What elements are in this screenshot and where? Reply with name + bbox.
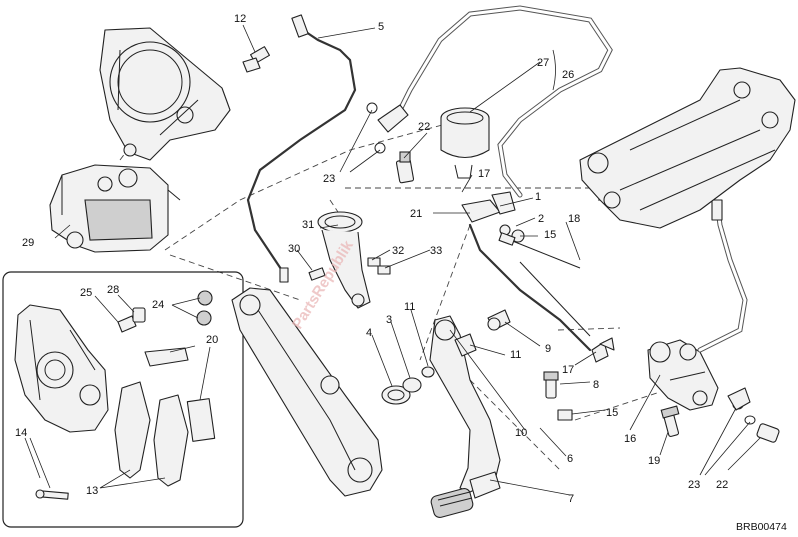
bolt-19 <box>660 405 680 437</box>
callout-18: 18 <box>568 213 580 225</box>
callout-24: 24 <box>152 299 164 311</box>
callout-23-top: 23 <box>323 173 335 185</box>
master-cylinder-16 <box>647 339 719 411</box>
footpeg-plate <box>231 287 383 497</box>
callout-26: 26 <box>562 69 574 81</box>
return-spring-4 <box>381 366 435 405</box>
callout-9: 9 <box>545 343 551 355</box>
brake-pedal <box>429 315 501 519</box>
lower-hose <box>697 199 748 353</box>
callout-12: 12 <box>234 13 246 25</box>
small-bolts <box>543 337 615 421</box>
callout-15-top: 15 <box>544 229 556 241</box>
callout-11-left: 11 <box>404 301 415 313</box>
callout-1: 1 <box>535 191 541 203</box>
callout-21: 21 <box>410 208 422 220</box>
callout-13: 13 <box>86 485 98 497</box>
rod-10 <box>519 261 591 337</box>
callout-17-top: 17 <box>478 168 490 180</box>
callout-16: 16 <box>624 433 636 445</box>
caliper-detail-box <box>2 271 244 528</box>
callout-22-bottom: 22 <box>716 479 728 491</box>
callout-17-bottom: 17 <box>562 364 574 376</box>
callout-6: 6 <box>567 453 573 465</box>
callout-32: 32 <box>392 245 404 257</box>
callout-29: 29 <box>22 237 34 249</box>
callout-30: 30 <box>288 243 300 255</box>
callout-23-bottom: 23 <box>688 479 700 491</box>
callout-5: 5 <box>378 21 384 33</box>
brake-lever-assembly <box>461 191 592 352</box>
copper-washers-23 <box>727 387 756 425</box>
leader-lines <box>24 24 761 496</box>
screws-30-32-33 <box>308 257 391 281</box>
callout-15-bottom: 15 <box>606 407 618 419</box>
reference-code: BRB00474 <box>736 521 787 533</box>
callout-22-top: 22 <box>418 121 430 133</box>
callout-31: 31 <box>302 219 314 231</box>
callout-33: 33 <box>430 245 442 257</box>
callout-8: 8 <box>593 379 599 391</box>
callout-numbers: 12 5 27 26 22 23 17 1 2 18 21 15 31 30 3… <box>15 13 728 505</box>
rear-caliper-29 <box>49 164 181 253</box>
brake-line-5 <box>246 14 357 283</box>
callout-11-right: 11 <box>510 349 521 361</box>
callout-4: 4 <box>366 327 372 339</box>
bolt-12 <box>242 46 270 73</box>
rear-frame-bracket <box>579 67 796 229</box>
callout-3: 3 <box>386 314 392 326</box>
callout-25: 25 <box>80 287 92 299</box>
push-rod-18 <box>498 232 581 269</box>
callout-20: 20 <box>206 334 218 346</box>
callout-14: 14 <box>15 427 27 439</box>
caliper-bracket <box>99 27 231 161</box>
callout-10: 10 <box>515 427 527 439</box>
pivot-bushings-11 <box>454 309 511 357</box>
callout-27: 27 <box>537 57 549 69</box>
callout-19: 19 <box>648 455 660 467</box>
reservoir-hose <box>366 5 613 198</box>
callout-28: 28 <box>107 284 119 296</box>
reservoir-27 <box>440 107 490 179</box>
callout-7: 7 <box>568 493 574 505</box>
banjo-bolt-22-bottom <box>756 423 780 443</box>
reservoir-bracket-31 <box>317 211 371 309</box>
callout-2: 2 <box>538 213 544 225</box>
